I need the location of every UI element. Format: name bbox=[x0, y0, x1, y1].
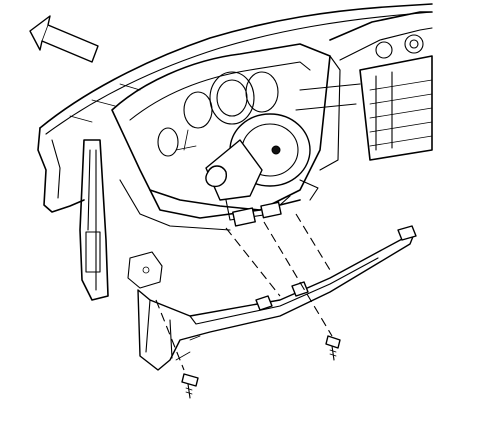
direction-arrow-icon bbox=[29, 15, 99, 63]
mounting-bolts bbox=[155, 213, 341, 399]
bolt-icon bbox=[181, 373, 199, 399]
steering-column bbox=[205, 113, 319, 227]
knee-bolster-panel bbox=[127, 225, 417, 371]
bolt-icon bbox=[325, 335, 341, 361]
instrument-panel bbox=[37, 3, 433, 301]
